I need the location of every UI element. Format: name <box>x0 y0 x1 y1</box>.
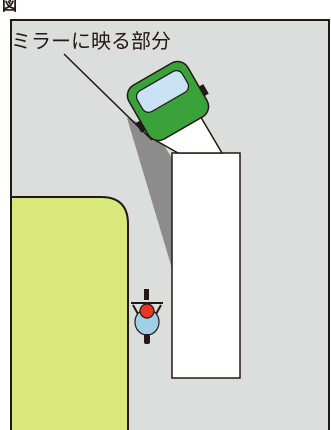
rider-helmet <box>140 304 154 318</box>
mirror-view-callout: ミラーに映る部分 <box>11 31 171 51</box>
motorcycle-rear-wheel <box>144 334 150 344</box>
truck-cargo-box <box>172 153 240 378</box>
motorcycle-front-wheel <box>144 289 149 300</box>
sidewalk-corner <box>11 197 128 430</box>
figure-label: 図 <box>2 0 17 13</box>
